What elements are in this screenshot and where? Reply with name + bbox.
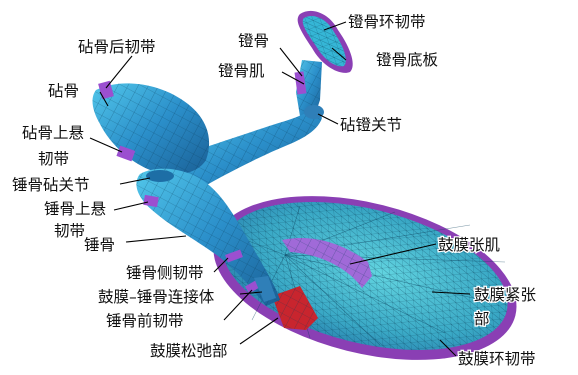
label-tensor-tympani: 鼓膜张肌 <box>438 236 500 254</box>
label-posterior-incudal-ligament: 砧骨后韧带 <box>78 38 156 56</box>
incus <box>93 81 210 175</box>
label-anterior-malleolar-ligament: 锤骨前韧带 <box>106 312 184 330</box>
label-pars-tensa-line1: 鼓膜紧张 <box>474 286 537 304</box>
label-superior-malleolar-ligament-line1: 锤骨上悬 <box>44 200 106 218</box>
label-incus: 砧骨 <box>48 82 79 100</box>
label-superior-incudal-ligament: 砧骨上悬 韧带 <box>22 124 89 168</box>
label-stapedius-muscle: 镫骨肌 <box>218 62 265 80</box>
label-incudostapedial-joint: 砧镫关节 <box>340 116 402 134</box>
label-superior-incudal-ligament-line2: 韧带 <box>38 150 69 168</box>
label-incudomalleolar-joint: 锤骨砧关节 <box>12 176 90 194</box>
label-lateral-malleolar-ligament: 锤骨侧韧带 <box>126 264 204 282</box>
label-pars-flaccida: 鼓膜松弛部 <box>150 342 228 360</box>
incudostapedial-joint-shape <box>304 105 324 119</box>
label-superior-incudal-ligament-line1: 砧骨上悬 <box>22 124 84 142</box>
label-stapes-annular-ligament: 镫骨环韧带 <box>348 13 426 31</box>
label-superior-malleolar-ligament-line2: 韧带 <box>54 222 85 240</box>
stapes <box>295 11 353 118</box>
label-stapes-footplate: 镫骨底板 <box>376 51 438 69</box>
label-superior-malleolar-ligament: 锤骨上悬 韧带 <box>44 200 111 240</box>
label-stapes: 镫骨 <box>238 32 269 50</box>
incudomalleolar-joint-shape <box>146 170 174 182</box>
label-pars-tensa-line2: 部 <box>474 310 490 328</box>
label-tympanic-annulus: 鼓膜环韧带 <box>458 350 536 368</box>
label-tm-malleus-connection: 鼓膜–锤骨连接体 <box>98 288 215 306</box>
label-malleus: 锤骨 <box>84 236 115 254</box>
